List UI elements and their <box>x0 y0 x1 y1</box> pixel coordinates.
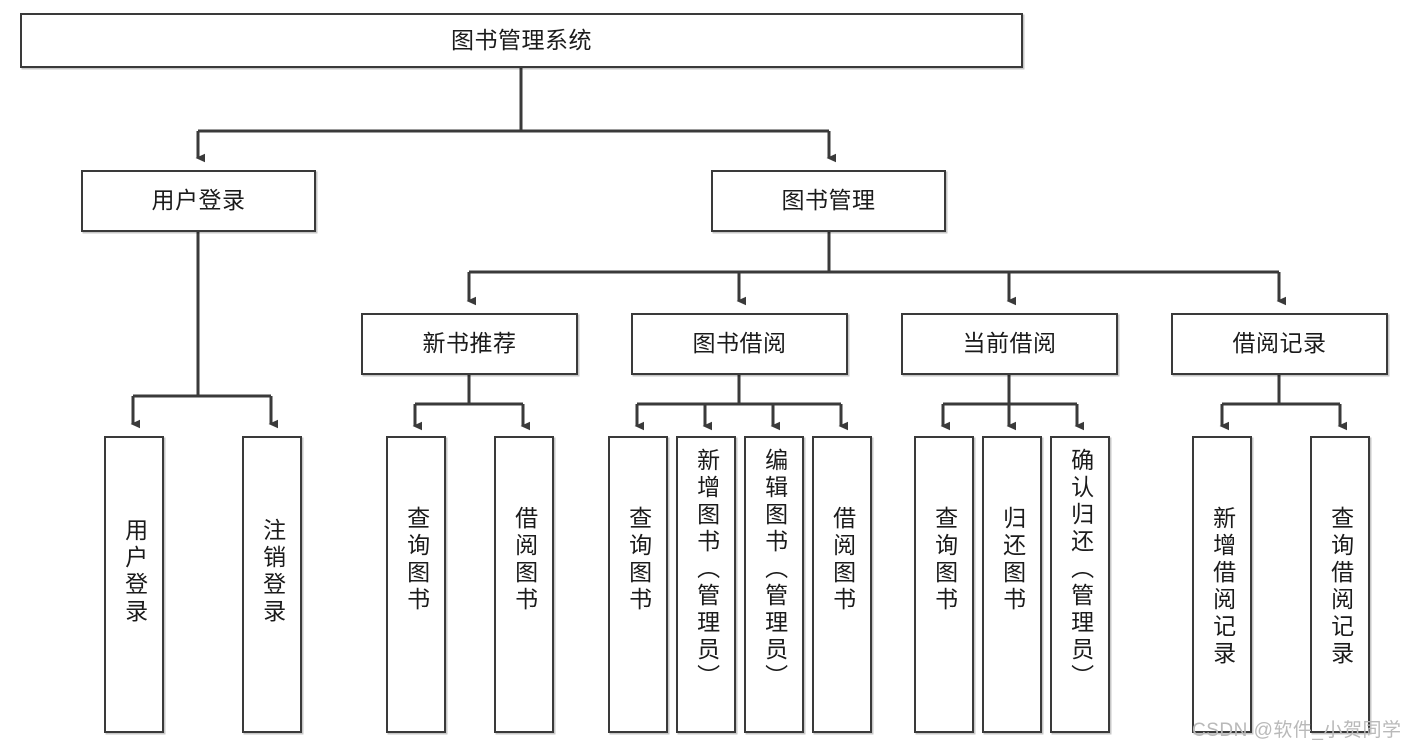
node-leaf-borrow-book-1[interactable]: 借阅图书 <box>494 436 554 733</box>
node-new-book-rec-label: 新书推荐 <box>422 330 517 357</box>
node-leaf-query-record[interactable]: 查询借阅记录 <box>1310 436 1370 733</box>
node-leaf-query-book-2-label: 查询图书 <box>625 506 652 614</box>
node-current-borrow-label: 当前借阅 <box>962 330 1057 357</box>
node-leaf-user-logout-label: 注销登录 <box>259 518 286 626</box>
node-leaf-user-logout[interactable]: 注销登录 <box>242 436 302 733</box>
node-leaf-query-book-2[interactable]: 查询图书 <box>608 436 668 733</box>
node-book-manage[interactable]: 图书管理 <box>711 170 946 232</box>
node-leaf-query-record-label: 查询借阅记录 <box>1327 506 1354 668</box>
node-leaf-user-login-label: 用户登录 <box>121 518 148 626</box>
node-leaf-borrow-book-1-label: 借阅图书 <box>511 506 538 614</box>
node-leaf-query-book-3[interactable]: 查询图书 <box>914 436 974 733</box>
node-leaf-confirm-return[interactable]: 确认归还（管理员） <box>1050 436 1110 733</box>
node-root-label: 图书管理系统 <box>451 26 592 53</box>
node-user-login[interactable]: 用户登录 <box>81 170 316 232</box>
node-root[interactable]: 图书管理系统 <box>20 13 1023 68</box>
node-leaf-borrow-book-2-label: 借阅图书 <box>829 506 856 614</box>
node-book-borrow[interactable]: 图书借阅 <box>631 313 848 375</box>
node-leaf-confirm-return-label: 确认归还（管理员） <box>1067 448 1094 691</box>
node-leaf-return-book-label: 归还图书 <box>999 506 1026 614</box>
node-leaf-borrow-book-2[interactable]: 借阅图书 <box>812 436 872 733</box>
node-user-login-label: 用户登录 <box>151 187 246 214</box>
node-leaf-add-book-label: 新增图书（管理员） <box>693 448 720 691</box>
node-current-borrow[interactable]: 当前借阅 <box>901 313 1118 375</box>
node-leaf-add-record[interactable]: 新增借阅记录 <box>1192 436 1252 733</box>
node-new-book-rec[interactable]: 新书推荐 <box>361 313 578 375</box>
node-leaf-query-book-1[interactable]: 查询图书 <box>386 436 446 733</box>
node-leaf-edit-book[interactable]: 编辑图书（管理员） <box>744 436 804 733</box>
node-leaf-user-login[interactable]: 用户登录 <box>104 436 164 733</box>
csdn-watermark: CSDN @软件_小贺同学 <box>1192 720 1402 741</box>
node-leaf-add-book[interactable]: 新增图书（管理员） <box>676 436 736 733</box>
node-borrow-record[interactable]: 借阅记录 <box>1171 313 1388 375</box>
node-leaf-return-book[interactable]: 归还图书 <box>982 436 1042 733</box>
node-borrow-record-label: 借阅记录 <box>1232 330 1327 357</box>
node-book-manage-label: 图书管理 <box>781 187 876 214</box>
node-leaf-add-record-label: 新增借阅记录 <box>1209 506 1236 668</box>
node-leaf-edit-book-label: 编辑图书（管理员） <box>761 448 788 691</box>
node-book-borrow-label: 图书借阅 <box>692 330 787 357</box>
node-leaf-query-book-1-label: 查询图书 <box>403 506 430 614</box>
node-leaf-query-book-3-label: 查询图书 <box>931 506 958 614</box>
